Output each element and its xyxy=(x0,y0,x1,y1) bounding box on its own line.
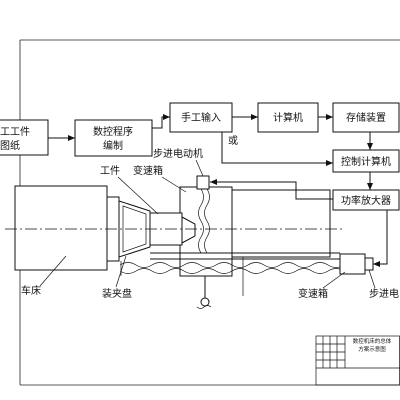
nc-programming-label-line1: 数控程序 xyxy=(93,125,133,138)
gearbox-top-label: 变速箱 xyxy=(133,164,163,177)
computer-block: 计算机 xyxy=(257,102,319,133)
nc-programming-box xyxy=(74,119,153,157)
control-block-diagram: 工工件 图纸 数控程序 编制 手工输入 计算机 存储装置 或 控制 xyxy=(0,102,400,267)
part-drawing-label-line2: 图纸 xyxy=(0,139,20,152)
cross-feed-screw-right xyxy=(204,188,210,254)
lathe-drawing xyxy=(5,175,374,309)
storage-device-label: 存储装置 xyxy=(346,111,386,124)
right-stepper-motor xyxy=(364,257,374,271)
chuck-leader xyxy=(115,255,127,288)
workpiece-leader xyxy=(117,176,159,215)
lathe-leader xyxy=(39,255,67,287)
power-amplifier-label: 功率放大器 xyxy=(341,194,391,207)
part-drawing-block: 工工件 图纸 xyxy=(0,119,49,156)
control-computer-box xyxy=(332,149,400,173)
break-line-upper xyxy=(119,262,345,268)
storage-device-block: 存储装置 xyxy=(332,102,400,133)
manual-input-block: 手工输入 xyxy=(169,102,233,133)
title-block-title-line1: 数控机床的总体 xyxy=(353,337,392,345)
or-label: 或 xyxy=(228,135,238,147)
part-drawing-label-line1: 工工件 xyxy=(0,126,30,138)
chuck-label: 装夹盘 xyxy=(102,287,132,300)
manual-input-label: 手工输入 xyxy=(181,111,221,124)
power-amplifier-block: 功率放大器 xyxy=(332,189,400,211)
top-stepper-motor xyxy=(196,175,210,190)
arrow-programming-to-manual-input xyxy=(152,114,170,129)
stepper-motor-right-leader xyxy=(368,269,376,289)
right-gearbox xyxy=(339,253,366,275)
gearbox-bottom-leader xyxy=(322,271,346,289)
control-computer-block: 控制计算机 xyxy=(332,149,400,173)
nc-programming-block: 数控程序 编制 xyxy=(74,119,153,157)
workpiece-label: 工件 xyxy=(100,165,120,177)
title-block: 数控机床的总体 方案示意图 xyxy=(315,335,400,386)
manual-input-box xyxy=(169,102,233,133)
nc-programming-label-line2: 编制 xyxy=(103,139,123,152)
arrow-manual-input-to-control-computer xyxy=(221,132,333,166)
stepper-motor-top-leader xyxy=(195,159,204,177)
gearbox-bottom-label: 变速箱 xyxy=(298,287,328,300)
title-block-title-line2: 方案示意图 xyxy=(358,345,386,353)
cutting-tool xyxy=(181,216,196,244)
storage-device-box xyxy=(332,102,400,133)
right-bed-section xyxy=(231,189,331,258)
lathe-headstock xyxy=(14,185,108,271)
power-amplifier-box xyxy=(332,189,400,211)
control-computer-label: 控制计算机 xyxy=(341,155,391,168)
computer-label: 计算机 xyxy=(273,111,303,124)
machine-labels: 工件 变速箱 步进电动机 车床 装夹盘 变速箱 步进电 xyxy=(21,147,399,300)
stepper-motor-top-label: 步进电动机 xyxy=(153,147,203,160)
stepper-motor-right-label: 步进电 xyxy=(369,287,399,300)
break-line-lower xyxy=(119,268,345,274)
gearbox-top-leader xyxy=(161,176,187,193)
handwheel-crank xyxy=(196,305,212,309)
handwheel xyxy=(200,297,210,307)
lathe-label: 车床 xyxy=(21,284,41,297)
chuck-jaws-inner xyxy=(122,205,147,253)
computer-box xyxy=(257,102,319,133)
cross-feed-screw-left xyxy=(198,188,204,254)
arrow-amplifier-to-right-stepper-motor xyxy=(373,210,388,267)
